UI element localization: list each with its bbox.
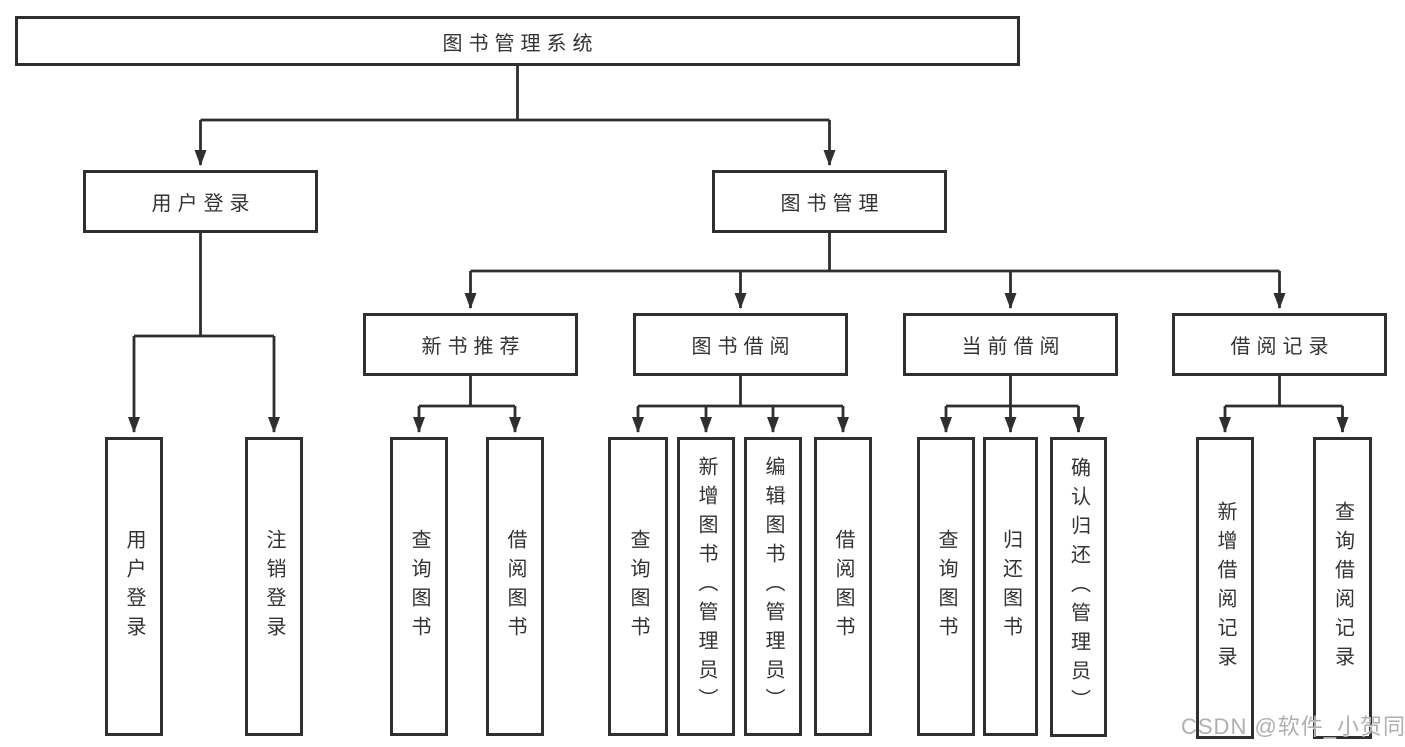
node-label: 图书管理 [780, 193, 885, 215]
leaf-query-books-borrowing: 查询图书 [608, 437, 668, 736]
node-label: 新增图书（管理员） [695, 456, 717, 717]
node-label: 归还图书 [999, 528, 1022, 645]
leaf-borrow-books-recommend: 借阅图书 [486, 437, 544, 736]
node-new-book-recommendation: 新书推荐 [363, 313, 578, 376]
node-label: 当前借阅 [961, 336, 1066, 358]
leaf-add-borrow-record: 新增借阅记录 [1196, 437, 1254, 739]
csdn-watermark: CSDN @软件_小贺同学 [1181, 714, 1405, 739]
leaf-return-book: 归还图书 [983, 437, 1038, 736]
leaf-borrow-books-borrowing: 借阅图书 [814, 437, 872, 736]
node-label: 查询图书 [627, 528, 649, 645]
node-library-management-system: 图书管理系统 [15, 16, 1020, 66]
node-label: 查询图书 [935, 528, 957, 645]
node-label: 借阅图书 [832, 528, 854, 645]
leaf-confirm-return-admin: 确认归还（管理员） [1050, 437, 1107, 737]
leaf-add-book-admin: 新增图书（管理员） [677, 437, 735, 736]
node-label: 查询借阅记录 [1331, 501, 1354, 675]
node-user-login: 用户登录 [83, 170, 318, 233]
node-label: 编辑图书（管理员） [762, 456, 784, 717]
node-label: 图书管理系统 [442, 32, 599, 55]
node-book-borrowing: 图书借阅 [633, 313, 848, 376]
leaf-user-login: 用户登录 [105, 437, 163, 736]
leaf-query-borrow-record: 查询借阅记录 [1313, 437, 1372, 739]
leaf-query-books-recommend: 查询图书 [390, 437, 448, 736]
node-label: 用户登录 [151, 193, 256, 215]
node-current-borrowing: 当前借阅 [903, 313, 1118, 376]
node-label: 查询图书 [408, 528, 430, 645]
leaf-logout-login: 注销登录 [245, 437, 303, 736]
node-label: 新增借阅记录 [1214, 501, 1236, 675]
node-label: 用户登录 [123, 528, 145, 645]
node-label: 注销登录 [263, 528, 285, 645]
node-borrowing-records: 借阅记录 [1172, 313, 1387, 376]
node-label: 新书推荐 [421, 336, 526, 358]
node-label: 借阅图书 [504, 528, 526, 645]
node-label: 借阅记录 [1230, 336, 1335, 358]
node-book-management: 图书管理 [712, 170, 947, 233]
leaf-query-books-current: 查询图书 [917, 437, 975, 736]
leaf-edit-book-admin: 编辑图书（管理员） [744, 437, 802, 736]
node-label: 图书借阅 [691, 336, 796, 358]
node-label: 确认归还（管理员） [1067, 456, 1090, 718]
